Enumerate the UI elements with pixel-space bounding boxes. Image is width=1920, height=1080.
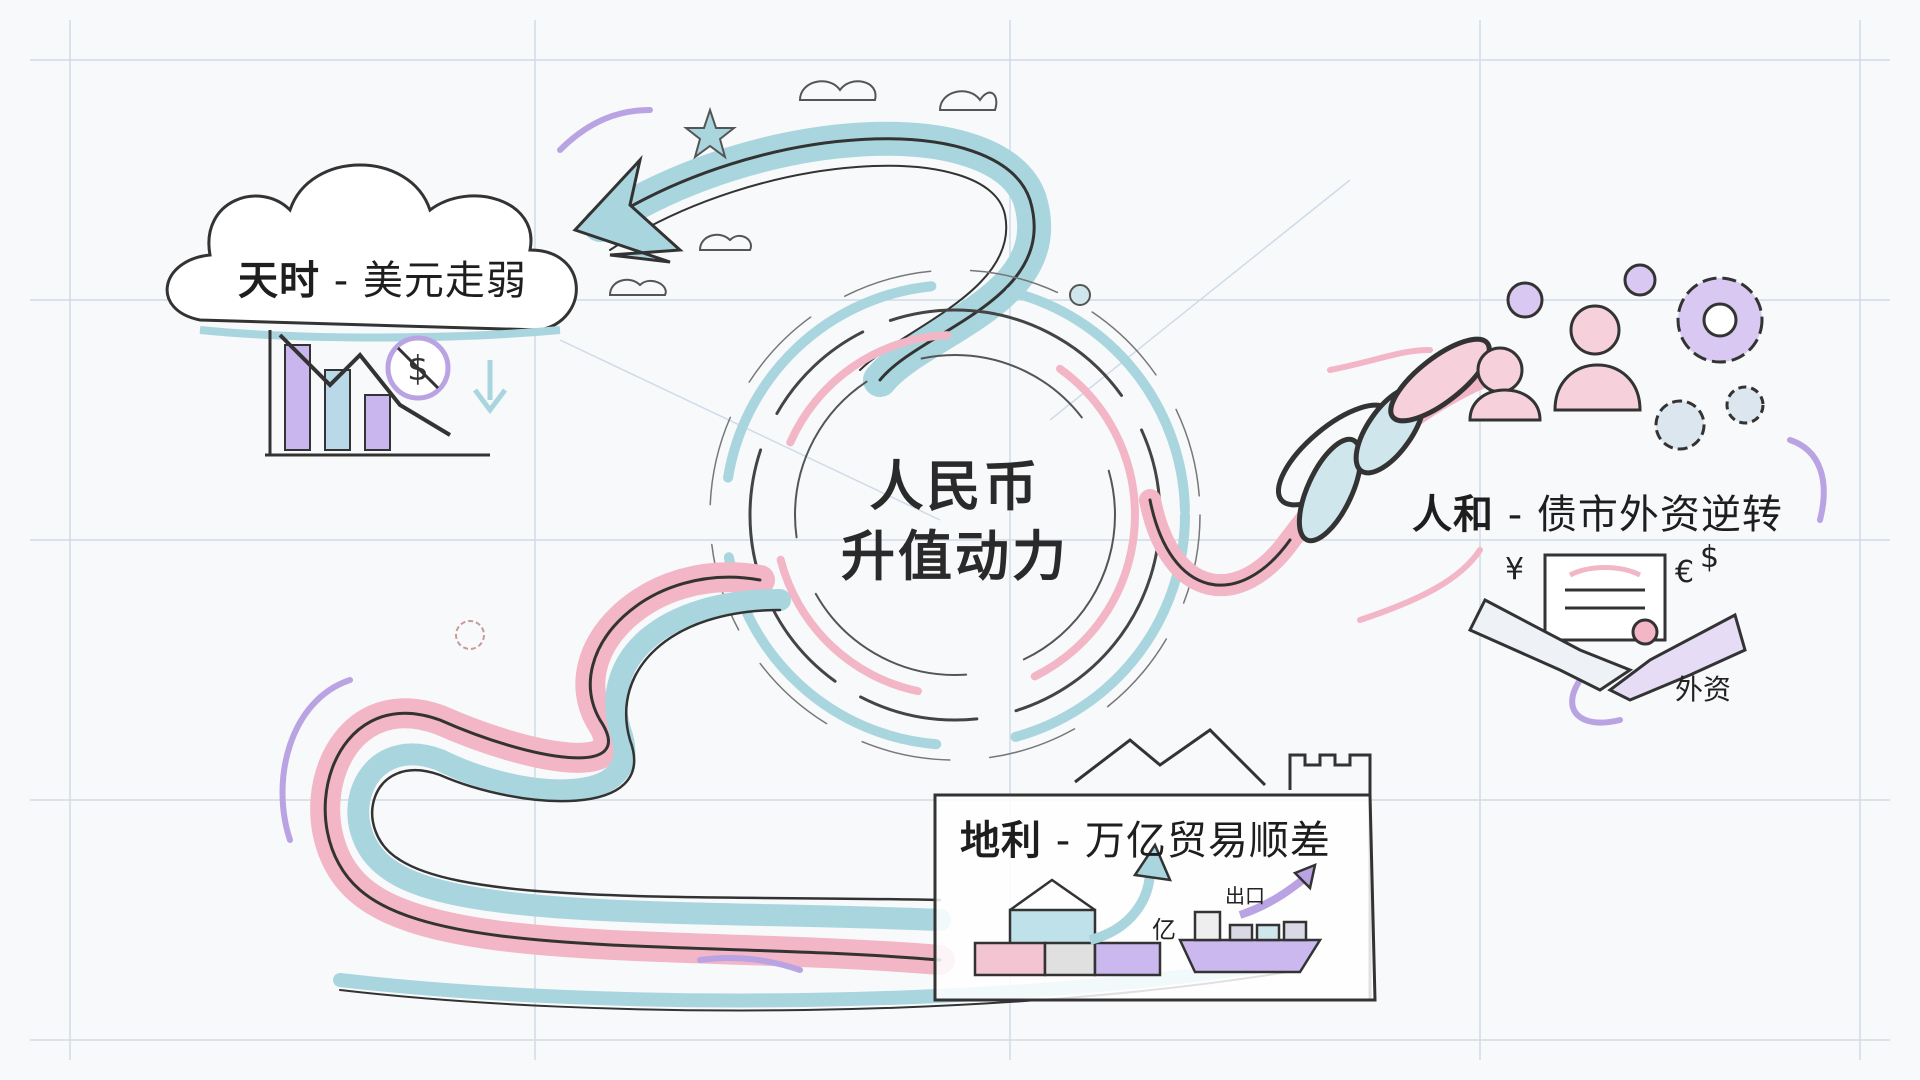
flow-ribbon bbox=[310, 121, 1511, 1012]
falling-dollar-chart-icon: $ bbox=[265, 330, 507, 457]
section-label-tianshi: 天时 - 美元走弱 bbox=[238, 248, 527, 306]
export-label: 出口 bbox=[1225, 884, 1265, 908]
section-key: 地利 bbox=[960, 818, 1042, 864]
separator: - bbox=[1507, 492, 1524, 538]
handshake-icon bbox=[1467, 553, 1747, 702]
people-gears-icon bbox=[1468, 263, 1765, 451]
container-stack-icon bbox=[973, 842, 1173, 977]
center-title-line2: 升值动力 bbox=[841, 525, 1069, 588]
section-label-dili: 地利 - 万亿贸易顺差 bbox=[960, 808, 1331, 866]
decorations bbox=[455, 80, 1091, 650]
section-text: 美元走弱 bbox=[362, 258, 527, 304]
foreign-capital-label: 外资 bbox=[1675, 673, 1732, 706]
euro-symbol: € bbox=[1675, 555, 1695, 590]
center-title: 人民币 升值动力 bbox=[805, 452, 1105, 592]
yi-label: 亿 bbox=[1152, 916, 1176, 944]
center-title-line1: 人民币 bbox=[869, 455, 1041, 518]
cargo-ship-icon bbox=[1178, 862, 1323, 974]
section-label-renhe: 人和 - 债市外资逆转 bbox=[1412, 482, 1783, 540]
section-text: 万亿贸易顺差 bbox=[1084, 818, 1331, 864]
section-text: 债市外资逆转 bbox=[1536, 492, 1783, 538]
dollar-symbol: $ bbox=[1700, 540, 1720, 575]
dollar-chart-symbol: $ bbox=[407, 349, 429, 389]
separator: - bbox=[1055, 818, 1072, 864]
cloud-icon bbox=[165, 163, 578, 342]
great-wall-icon bbox=[1074, 728, 1372, 1000]
accent-arrows bbox=[279, 107, 1827, 973]
yen-symbol: ¥ bbox=[1505, 552, 1525, 587]
separator: - bbox=[333, 258, 350, 304]
section-key: 天时 bbox=[238, 258, 320, 304]
section-key: 人和 bbox=[1412, 492, 1494, 538]
